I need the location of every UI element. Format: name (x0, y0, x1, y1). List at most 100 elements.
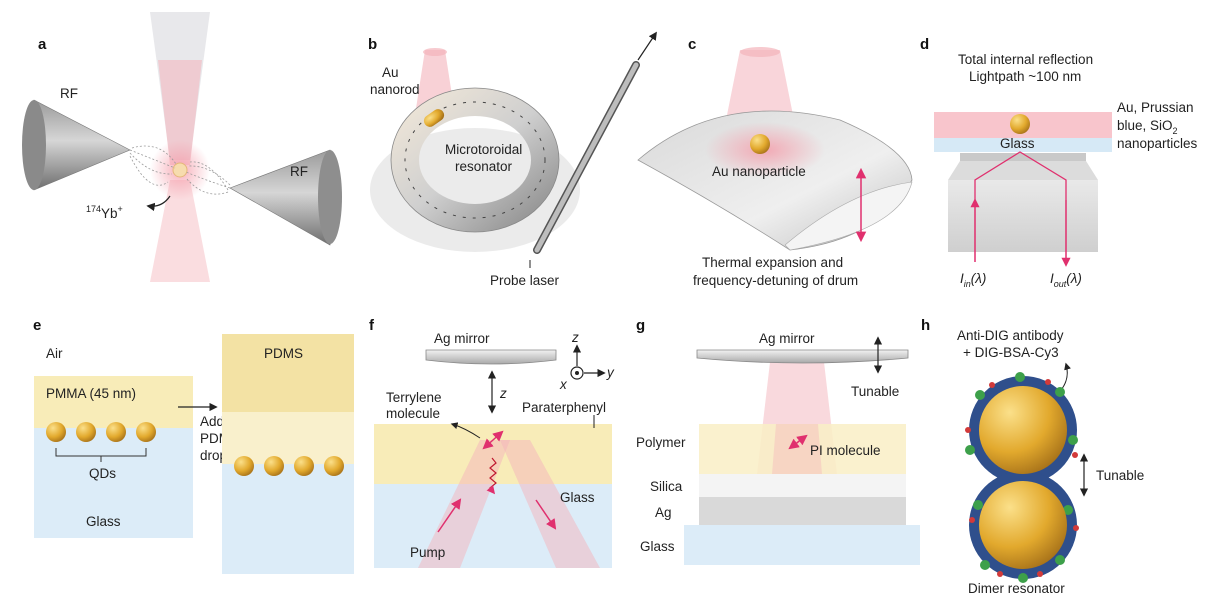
prism-block (948, 180, 1098, 252)
quantum-dot (264, 456, 284, 476)
axes-origin (570, 366, 584, 380)
rf-label-right: RF (290, 164, 308, 179)
panel-e: e Air PMMA (45 nm) QDs Glass Add PDMS dr… (33, 317, 354, 574)
ag-layer (699, 497, 906, 525)
quantum-dot (46, 422, 66, 442)
step-label-3: drop (200, 448, 227, 463)
panel-f-letter: f (369, 317, 375, 334)
quantum-dot (324, 456, 344, 476)
emission-beam (500, 440, 600, 568)
beam-top (740, 47, 780, 57)
ion (172, 162, 188, 178)
glass-label: Glass (560, 490, 595, 505)
pmma-label: PMMA (45 nm) (46, 386, 136, 401)
nanoparticle-label: Au nanoparticle (712, 164, 806, 179)
dye-decoration (965, 379, 1079, 577)
i-out-label: Iout(λ) (1050, 271, 1082, 289)
z-label: z (499, 386, 507, 401)
glass-slide (934, 138, 1112, 152)
panel-g: g Ag mirror Tunable PI molecule Polymer … (636, 317, 920, 565)
quantum-dot (106, 422, 126, 442)
nanoparticles-label-1: Au, Prussian (1117, 100, 1194, 115)
i-out-argument: (λ) (1066, 271, 1082, 286)
i-in-symbol: I (960, 271, 964, 286)
tunable-label: Tunable (851, 384, 899, 399)
ag-label: Ag (655, 505, 672, 520)
drum-caption-2: frequency-detuning of drum (693, 273, 858, 288)
np-label-text: blue, SiO (1117, 118, 1173, 133)
resonator-disk (370, 128, 580, 252)
qds-label: QDs (89, 466, 116, 481)
ag-mirror (425, 349, 557, 365)
field-lines (129, 145, 231, 195)
i-in-label: Iin(λ) (960, 271, 986, 289)
probe-arrow (637, 31, 657, 61)
axis-x-label: x (559, 377, 568, 392)
probe-fiber-core (534, 62, 639, 253)
antibody-label-2: + DIG-BSA-Cy3 (963, 345, 1059, 360)
panel-c: c Au nanoparticle Thermal expansion and … (637, 36, 913, 288)
panel-e-letter: e (33, 317, 41, 334)
nanorod-label-1: Au (382, 65, 399, 80)
silica-layer (699, 474, 906, 497)
quantum-dot (76, 422, 96, 442)
quantum-dot (294, 456, 314, 476)
panel-b-letter: b (368, 36, 377, 53)
laser-beam-bottom (150, 180, 210, 282)
pump-arrow (437, 498, 462, 533)
polymer-label: Polymer (636, 435, 686, 450)
laser-beam-top (158, 60, 202, 165)
tunable-label: Tunable (1096, 468, 1144, 483)
rf-electrode-left-base (22, 100, 46, 190)
ion-charge: + (118, 204, 123, 214)
prism-bevel (948, 161, 1098, 180)
gold-nanoparticle-top (979, 386, 1067, 474)
au-nanorod (423, 109, 445, 127)
pump-label: Pump (410, 545, 445, 560)
molecule-dipole (482, 430, 504, 450)
panel-a: a RF RF 174Yb+ (22, 12, 342, 282)
ag-mirror (696, 349, 909, 364)
gold-nanoparticle-bottom (979, 481, 1067, 569)
prism-top (960, 153, 1086, 161)
quantum-dot (136, 422, 156, 442)
nanorod-label-2: nanorod (370, 82, 420, 97)
nanoparticle (1010, 114, 1030, 134)
probe-laser-label: Probe laser (490, 273, 560, 288)
qd-bracket (55, 448, 147, 462)
i-out-subscript: out (1054, 279, 1067, 289)
axis-y-label: y (606, 365, 615, 380)
pdms-layer (222, 334, 354, 412)
beam-top (423, 48, 447, 56)
relaxation-wave (486, 457, 497, 495)
qd-row-left (46, 422, 156, 442)
nanoparticles-label-3: nanoparticles (1117, 136, 1198, 151)
drum-caption-1: Thermal expansion and (702, 255, 843, 270)
i-in-subscript: in (964, 279, 971, 289)
quantum-dot (234, 456, 254, 476)
dimer-label: Dimer resonator (968, 581, 1065, 596)
pmma-layer-2 (222, 412, 354, 464)
rf-label-left: RF (60, 86, 78, 101)
air-label: Air (46, 346, 63, 361)
resonator-label-1: Microtoroidal (445, 142, 522, 157)
tir-title-2: Lightpath ~100 nm (969, 69, 1081, 84)
np-label-subscript: 2 (1173, 126, 1178, 136)
glass-label: Glass (640, 539, 675, 554)
au-nanoparticle (750, 134, 770, 154)
emission-arrow (535, 499, 557, 530)
resonator-label-2: resonator (455, 159, 513, 174)
panel-g-letter: g (636, 317, 645, 334)
glass-label: Glass (86, 514, 121, 529)
panel-h: h Anti-DIG antibody + DIG-BSA-Cy3 Tunabl… (921, 317, 1144, 596)
panel-b: b Au nanorod Microtoroidal resonator Pro… (368, 31, 657, 288)
pi-molecule-label: PI molecule (810, 443, 881, 458)
molecule-pointer (450, 422, 481, 439)
pmma-layer (34, 376, 193, 428)
nanoparticles-label-2: blue, SiO2 (1117, 118, 1178, 136)
glass-substrate (34, 428, 193, 538)
toroid-outline (390, 87, 560, 233)
panel-d: d Total internal reflection Lightpath ~1… (920, 36, 1198, 289)
molecule-label-2: molecule (386, 406, 440, 421)
host-label: Paraterphenyl (522, 400, 606, 415)
